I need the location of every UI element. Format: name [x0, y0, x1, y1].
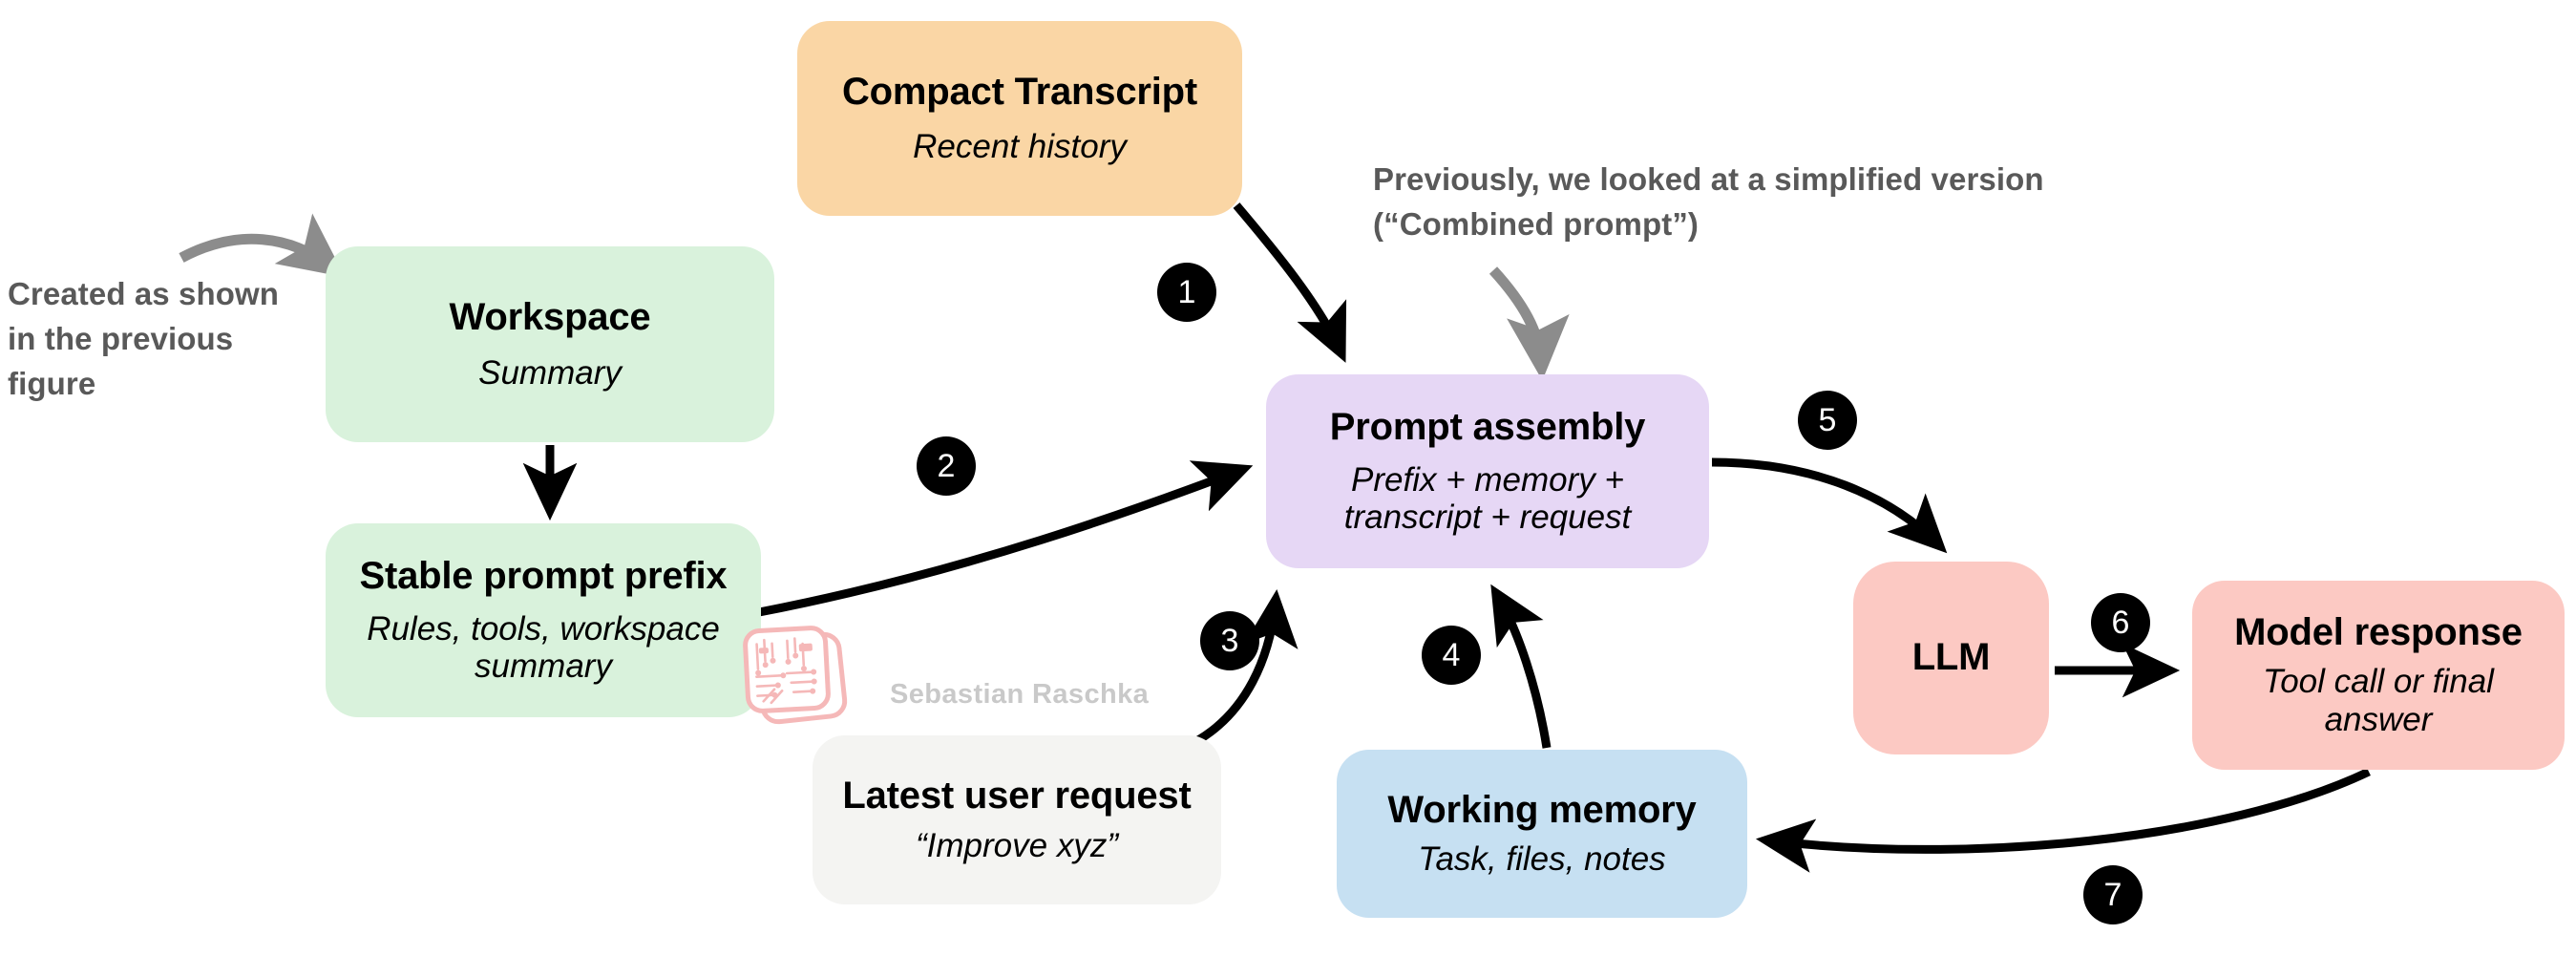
- node-title: Stable prompt prefix: [359, 554, 728, 597]
- node-title: LLM: [1911, 636, 1991, 679]
- node-subtitle: Prefix + memory + transcript + request: [1343, 460, 1632, 537]
- node-model-response[interactable]: Model response Tool call or final answer: [2192, 581, 2565, 770]
- node-compact-transcript[interactable]: Compact Transcript Recent history: [797, 21, 1242, 216]
- arrow-step-1: [1233, 202, 1347, 363]
- step-badge-5: 5: [1798, 391, 1857, 450]
- node-title: Latest user request: [842, 775, 1192, 818]
- step-badge-7: 7: [2083, 865, 2143, 924]
- node-subtitle: Task, files, notes: [1418, 840, 1666, 878]
- node-llm[interactable]: LLM: [1853, 562, 2049, 754]
- step-badge-4: 4: [1422, 626, 1481, 685]
- node-subtitle: Rules, tools, workspace summary: [367, 609, 720, 686]
- node-stable-prompt-prefix[interactable]: Stable prompt prefix Rules, tools, works…: [326, 523, 761, 717]
- node-subtitle: “Improve xyz”: [916, 826, 1118, 864]
- node-title: Compact Transcript: [841, 70, 1198, 113]
- arrow-step-3: [1195, 588, 1299, 744]
- step-badge-2: 2: [917, 436, 976, 496]
- annotation-left-caption: Created as shown in the previous figure: [8, 276, 280, 401]
- node-workspace[interactable]: Workspace Summary: [326, 246, 774, 442]
- node-title: Working memory: [1387, 788, 1697, 831]
- step-badge-6: 6: [2091, 593, 2150, 652]
- arrow-step-4: [1490, 584, 1552, 749]
- node-prompt-assembly[interactable]: Prompt assembly Prefix + memory + transc…: [1266, 374, 1709, 568]
- annotation-right-caption: Previously, we looked at a simplified ve…: [1373, 161, 2044, 242]
- step-badge-1: 1: [1157, 263, 1216, 322]
- node-working-memory[interactable]: Working memory Task, files, notes: [1337, 750, 1747, 918]
- node-title: Prompt assembly: [1329, 405, 1646, 448]
- node-subtitle: Tool call or final answer: [2263, 663, 2494, 738]
- arrow-step-5: [1711, 457, 1948, 554]
- step-badge-3: 3: [1200, 611, 1259, 670]
- node-latest-user-request[interactable]: Latest user request “Improve xyz”: [813, 735, 1221, 904]
- node-subtitle: Summary: [478, 353, 622, 392]
- annotation-arrow-left: [179, 213, 346, 278]
- node-title: Workspace: [449, 296, 651, 339]
- node-title: Model response: [2234, 611, 2523, 654]
- arrow-step-7: [1755, 767, 2371, 873]
- annotation-arrow-right: [1489, 266, 1570, 381]
- node-subtitle: Recent history: [913, 128, 1127, 165]
- arrow-step-2: [753, 460, 1254, 618]
